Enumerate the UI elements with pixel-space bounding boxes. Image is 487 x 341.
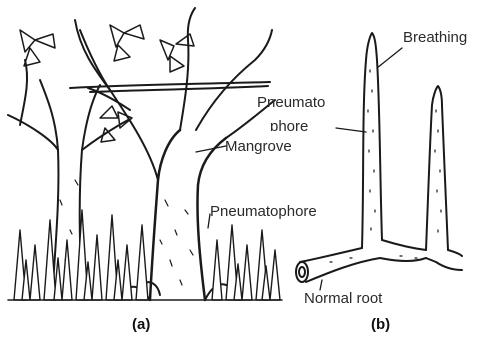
label-pneumatophore-a: Pneumatophore	[210, 204, 317, 219]
panel-b-drawing	[296, 33, 462, 290]
label-normal-root: Normal root	[304, 291, 382, 306]
caption-b: (b)	[371, 317, 390, 332]
label-mangrove: Mangrove	[225, 139, 292, 154]
label-breathing: Breathing	[403, 30, 467, 45]
caption-a: (a)	[132, 317, 150, 332]
label-pneumato-line2: phore	[270, 119, 308, 131]
label-pneumato-line1: Pneumato	[257, 95, 325, 110]
